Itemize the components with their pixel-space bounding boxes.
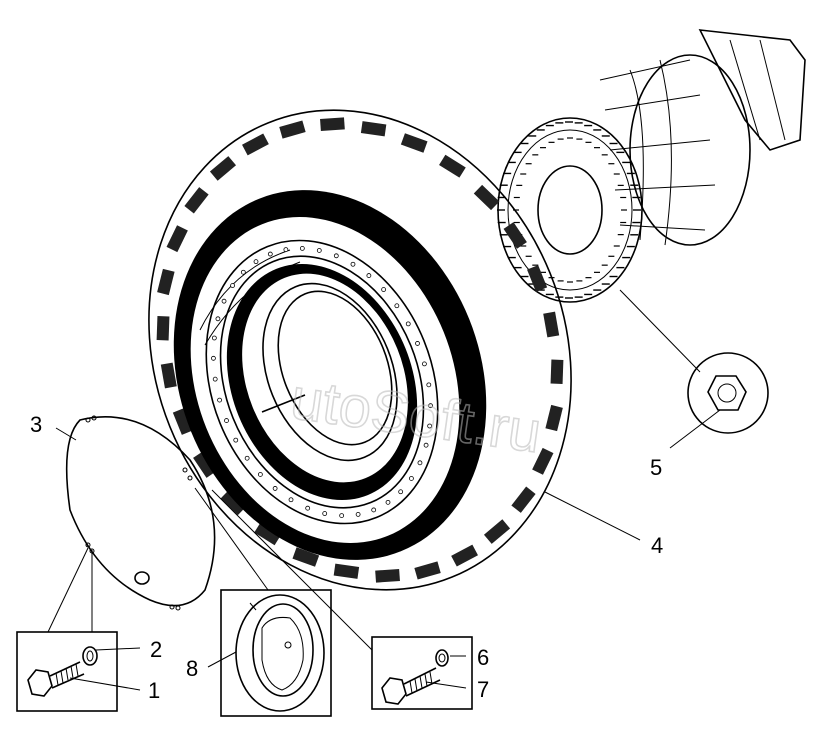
callout-2: 2 <box>150 637 162 662</box>
callout-4: 4 <box>651 533 663 558</box>
callout-3: 3 <box>30 412 42 437</box>
cover-plate <box>65 415 216 611</box>
nut-inset <box>619 289 769 434</box>
bolt-studs <box>497 121 641 299</box>
leader-lines <box>55 409 721 691</box>
callout-6: 6 <box>477 645 489 670</box>
wheel-hub <box>497 29 806 303</box>
callout-5: 5 <box>650 455 662 480</box>
bolt-washer-box-left <box>16 547 118 712</box>
ring-box <box>194 487 332 717</box>
tread-lugs <box>156 117 564 583</box>
callout-8: 8 <box>186 656 198 681</box>
rim-bolt-holes <box>211 245 433 519</box>
callout-1: 1 <box>148 678 160 703</box>
bolt-washer-box-right <box>211 489 473 710</box>
callouts: 3 2 1 8 6 7 4 5 <box>30 412 663 703</box>
tyre <box>148 109 572 591</box>
callout-7: 7 <box>477 677 489 702</box>
